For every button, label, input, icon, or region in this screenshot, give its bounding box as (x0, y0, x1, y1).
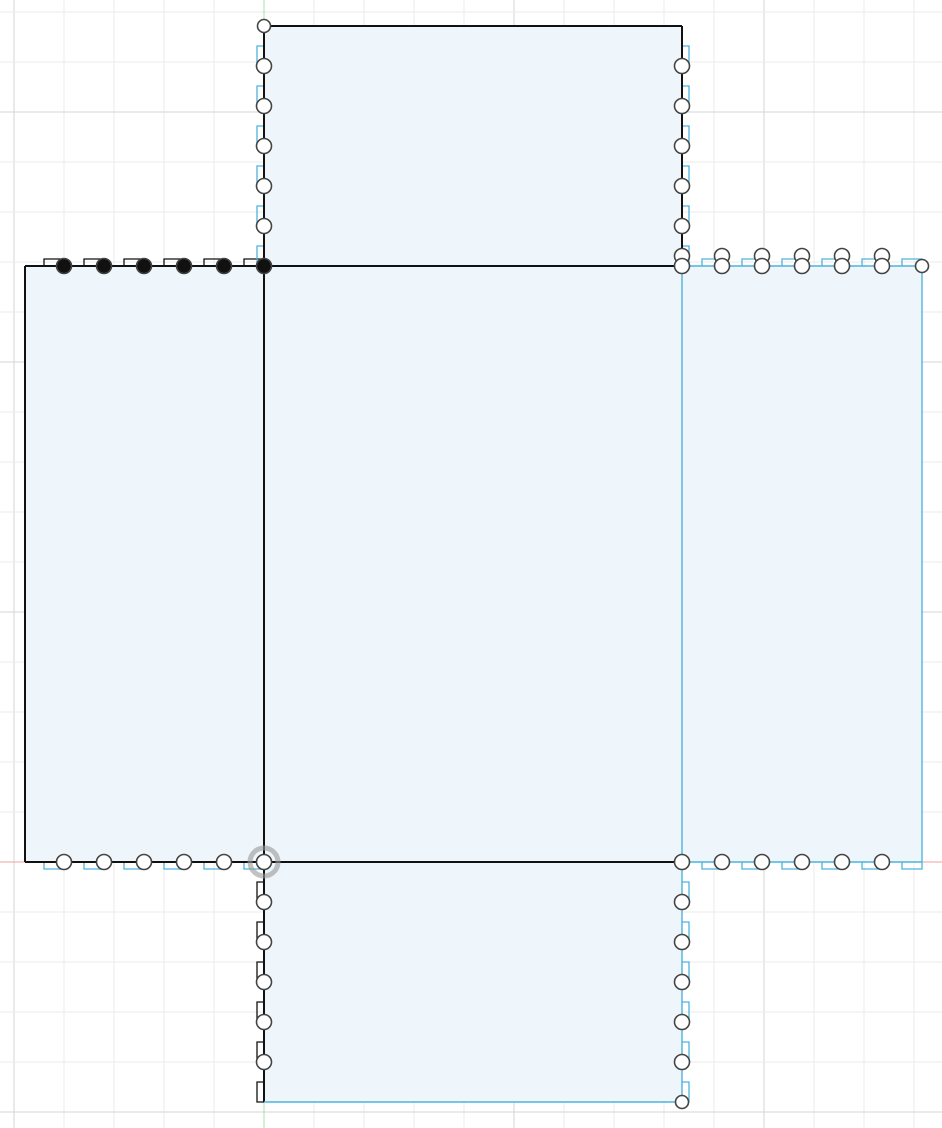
sketch-point[interactable] (873, 853, 891, 871)
sketch-points (55, 18, 930, 1110)
sketch-faces (25, 26, 921, 1102)
sketch-point[interactable] (833, 257, 851, 275)
sketch-point[interactable] (673, 973, 691, 991)
sketch-point[interactable] (673, 97, 691, 115)
left-panel-face[interactable] (25, 266, 264, 862)
sketch-point[interactable] (793, 853, 811, 871)
right-panel-bottom-tab (901, 862, 923, 870)
top-flap-face[interactable] (264, 26, 682, 266)
sketch-point[interactable] (674, 1094, 690, 1110)
selected-sketch-point[interactable] (95, 257, 113, 275)
sketch-point[interactable] (673, 137, 691, 155)
sketch-point[interactable] (255, 853, 273, 871)
selected-sketch-point[interactable] (255, 257, 273, 275)
sketch-point[interactable] (673, 893, 691, 911)
selected-sketch-point[interactable] (215, 257, 233, 275)
sketch-point[interactable] (255, 1053, 273, 1071)
sketch-point[interactable] (873, 257, 891, 275)
selected-sketch-point[interactable] (55, 257, 73, 275)
sketch-point[interactable] (95, 853, 113, 871)
sketch-point[interactable] (793, 257, 811, 275)
sketch-point[interactable] (713, 853, 731, 871)
sketch-point[interactable] (55, 853, 73, 871)
sketch-point[interactable] (753, 257, 771, 275)
sketch-point[interactable] (673, 933, 691, 951)
sketch-point[interactable] (255, 137, 273, 155)
sketch-point[interactable] (673, 217, 691, 235)
sketch-point[interactable] (673, 257, 691, 275)
sketch-point[interactable] (673, 57, 691, 75)
sketch-point[interactable] (256, 18, 272, 34)
sketch-point[interactable] (753, 853, 771, 871)
origin-highlight-ring (247, 845, 281, 879)
sketch-point[interactable] (673, 1053, 691, 1071)
sketch-point[interactable] (255, 933, 273, 951)
sketch-point[interactable] (135, 853, 153, 871)
sketch-point[interactable] (175, 853, 193, 871)
bottom-flap-face[interactable] (264, 862, 682, 1102)
sketch-point[interactable] (255, 57, 273, 75)
sketch-point[interactable] (673, 1013, 691, 1031)
sketch-point[interactable] (255, 217, 273, 235)
sketch-point[interactable] (215, 853, 233, 871)
right-panel-face[interactable] (682, 266, 921, 862)
bottom-flap-left-tab (256, 1081, 264, 1103)
selected-sketch-point[interactable] (135, 257, 153, 275)
sketch-point[interactable] (914, 258, 930, 274)
sketch-point[interactable] (255, 973, 273, 991)
sketch-point[interactable] (255, 1013, 273, 1031)
selected-sketch-point[interactable] (175, 257, 193, 275)
sketch-point[interactable] (713, 257, 731, 275)
sketch-point[interactable] (255, 177, 273, 195)
sketch-point[interactable] (255, 893, 273, 911)
sketch-point[interactable] (833, 853, 851, 871)
sketch-point[interactable] (673, 853, 691, 871)
center-panel-face[interactable] (264, 266, 682, 862)
sketch-point[interactable] (673, 177, 691, 195)
sketch-point[interactable] (255, 97, 273, 115)
